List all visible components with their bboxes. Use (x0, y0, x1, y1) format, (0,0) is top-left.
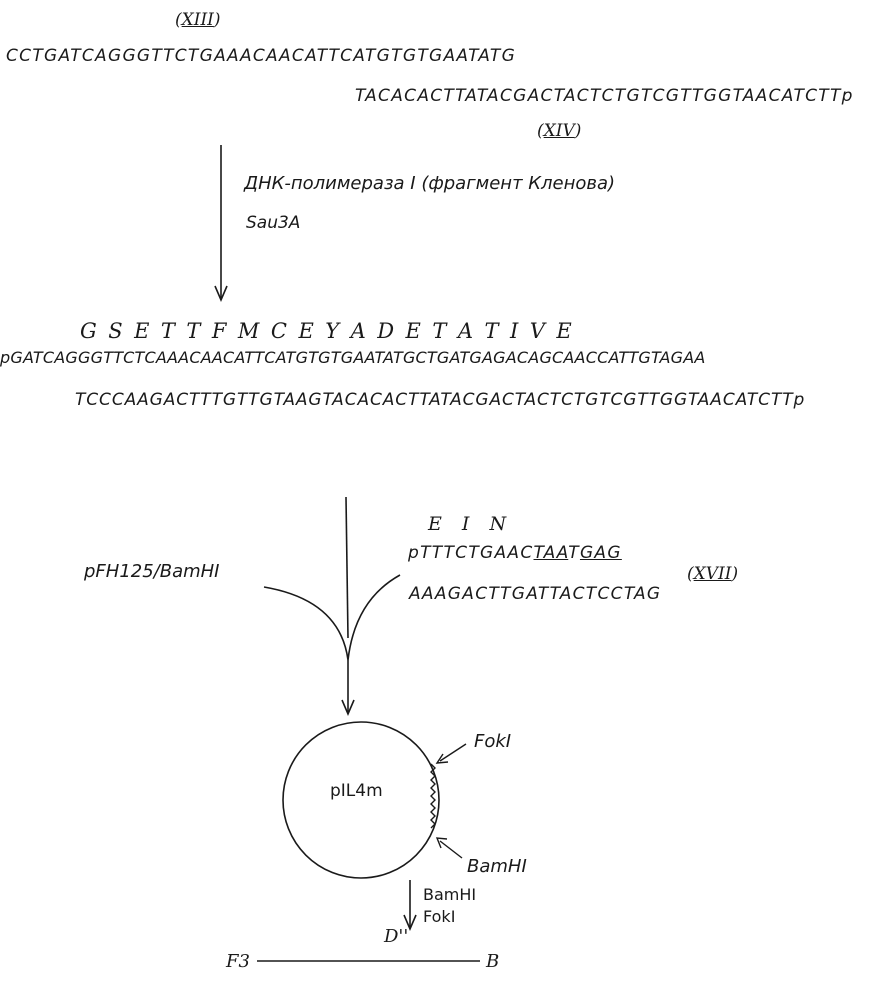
site-label-bamhi: BamHI (467, 856, 527, 877)
amino-acid-sequence: G S E T T F M C E Y A D E T A T I V E (80, 319, 575, 343)
insert-wavy (430, 763, 436, 829)
linker-amino-acids: E I N (428, 513, 514, 535)
compound-label-xiii: (XIII) (175, 10, 221, 30)
vector-label: pFH125/BamHI (84, 561, 220, 582)
site-label-foki: FokI (474, 731, 512, 752)
foki-pointer (439, 743, 467, 762)
klenow-label: ДНК-полимераза I (фрагмент Кленова) (244, 173, 616, 194)
linker-top-strand: pTTTCTGAACTAATGAG (408, 543, 622, 563)
bamhi-pointer (439, 840, 463, 859)
sequence-complement-strand: TCCCAAGACTTTGTTGTAAGTACACACTTATACGACTACT… (75, 390, 806, 410)
sequence-bottom-strand: TACACACTTATACGACTACTCTGTCGTTGGTAACATCTTp (355, 86, 854, 106)
plasmid-name: pIL4m (330, 781, 383, 801)
fragment-left-end: F3 (226, 951, 250, 972)
merge-arrow-top (345, 496, 349, 639)
compound-label-xiv: (XIV) (537, 121, 582, 141)
sequence-top-strand: CCTGATCAGGGTTCTGAAACAACATTCATGTGTGAATATG (6, 46, 517, 66)
digest-enzyme-foki: FokI (423, 907, 456, 926)
fragment-name: D'' (384, 926, 409, 947)
linker-bottom-strand: AAAGACTTGATTACTCCTAG (409, 584, 662, 604)
digest-enzyme-bamhi: BamHI (423, 885, 477, 904)
merge-arrowhead (341, 699, 355, 717)
plasmid-circle (282, 721, 440, 879)
sequence-coding-strand: pGATCAGGGTTCTCAAACAACATTCATGTGTGAATATGCT… (0, 348, 706, 367)
merge-curve (263, 574, 401, 661)
fragment-right-end: B (486, 951, 500, 972)
compound-label-xvii: (XVII) (687, 564, 739, 584)
sau3a-label: Sau3A (246, 213, 301, 233)
step1-arrowhead (214, 285, 228, 303)
